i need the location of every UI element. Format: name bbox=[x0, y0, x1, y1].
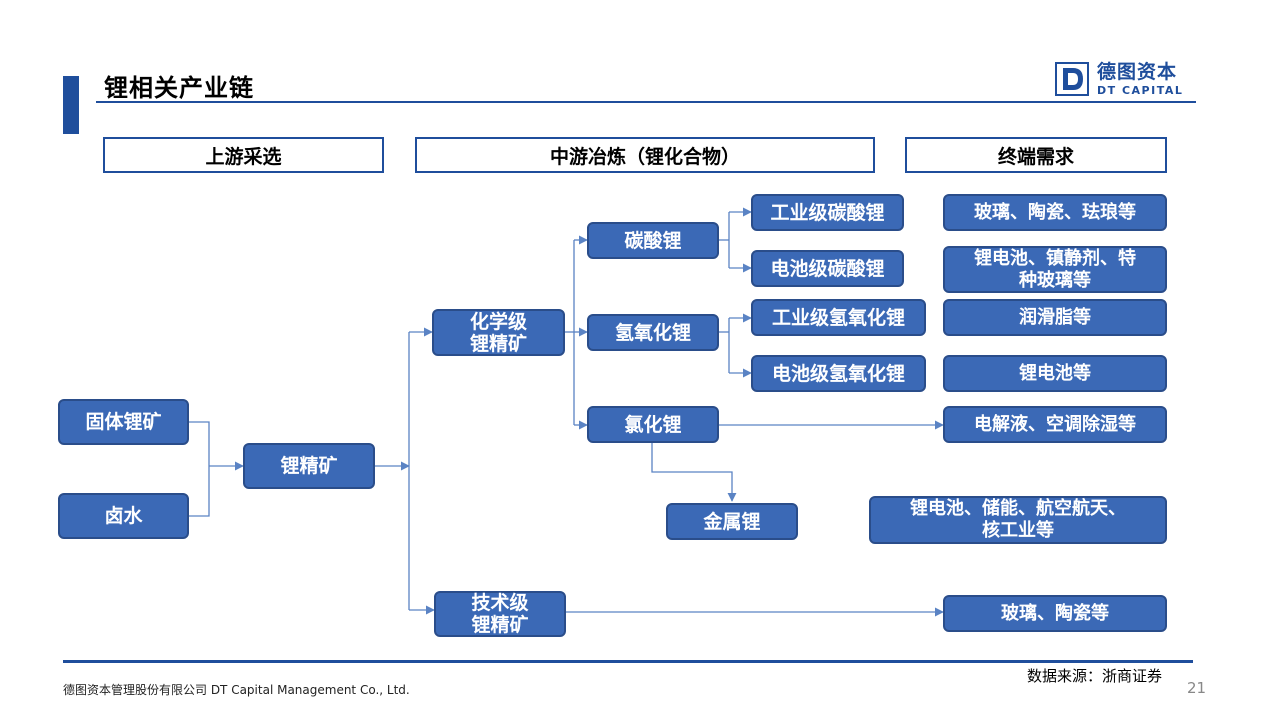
dt-logo-icon bbox=[1055, 62, 1089, 96]
logo-text-en: DT CAPITAL bbox=[1097, 84, 1184, 97]
node-chemical-grade-concentrate: 化学级 锂精矿 bbox=[432, 309, 565, 356]
stage-midstream: 中游冶炼（锂化合物） bbox=[415, 137, 875, 173]
node-lithium-chloride: 氯化锂 bbox=[587, 406, 719, 443]
node-battery-lithium-hydroxide: 电池级氢氧化锂 bbox=[751, 355, 926, 392]
page-title: 锂相关产业链 bbox=[104, 74, 254, 102]
node-lithium-concentrate: 锂精矿 bbox=[243, 443, 375, 489]
node-lithium-hydroxide: 氢氧化锂 bbox=[587, 314, 719, 351]
app-battery-stabilizer-glass: 锂电池、镇静剂、特 种玻璃等 bbox=[943, 246, 1167, 293]
app-glass-ceramic: 玻璃、陶瓷等 bbox=[943, 595, 1167, 632]
title-underline bbox=[96, 101, 1196, 103]
stage-upstream: 上游采选 bbox=[103, 137, 384, 173]
title-accent-bar bbox=[63, 76, 79, 134]
app-battery: 锂电池等 bbox=[943, 355, 1167, 392]
footer-divider bbox=[63, 660, 1193, 663]
app-glass-ceramic-enamel: 玻璃、陶瓷、珐琅等 bbox=[943, 194, 1167, 231]
stage-downstream: 终端需求 bbox=[905, 137, 1167, 173]
app-grease: 润滑脂等 bbox=[943, 299, 1167, 336]
company-footer: 德图资本管理股份有限公司 DT Capital Management Co., … bbox=[63, 683, 410, 697]
app-battery-storage-aerospace: 锂电池、储能、航空航天、 核工业等 bbox=[869, 496, 1167, 544]
node-solid-lithium-ore: 固体锂矿 bbox=[58, 399, 189, 445]
node-industrial-lithium-hydroxide: 工业级氢氧化锂 bbox=[751, 299, 926, 336]
logo-text-cn: 德图资本 bbox=[1097, 61, 1178, 83]
app-electrolyte: 电解液、空调除湿等 bbox=[943, 406, 1167, 443]
node-industrial-lithium-carbonate: 工业级碳酸锂 bbox=[751, 194, 904, 231]
data-source: 数据来源：浙商证券 bbox=[1027, 667, 1163, 685]
page-number: 21 bbox=[1187, 679, 1207, 697]
node-lithium-carbonate: 碳酸锂 bbox=[587, 222, 719, 259]
node-technical-grade-concentrate: 技术级 锂精矿 bbox=[434, 591, 566, 637]
node-brine: 卤水 bbox=[58, 493, 189, 539]
node-battery-lithium-carbonate: 电池级碳酸锂 bbox=[751, 250, 904, 287]
node-lithium-metal: 金属锂 bbox=[666, 503, 798, 540]
